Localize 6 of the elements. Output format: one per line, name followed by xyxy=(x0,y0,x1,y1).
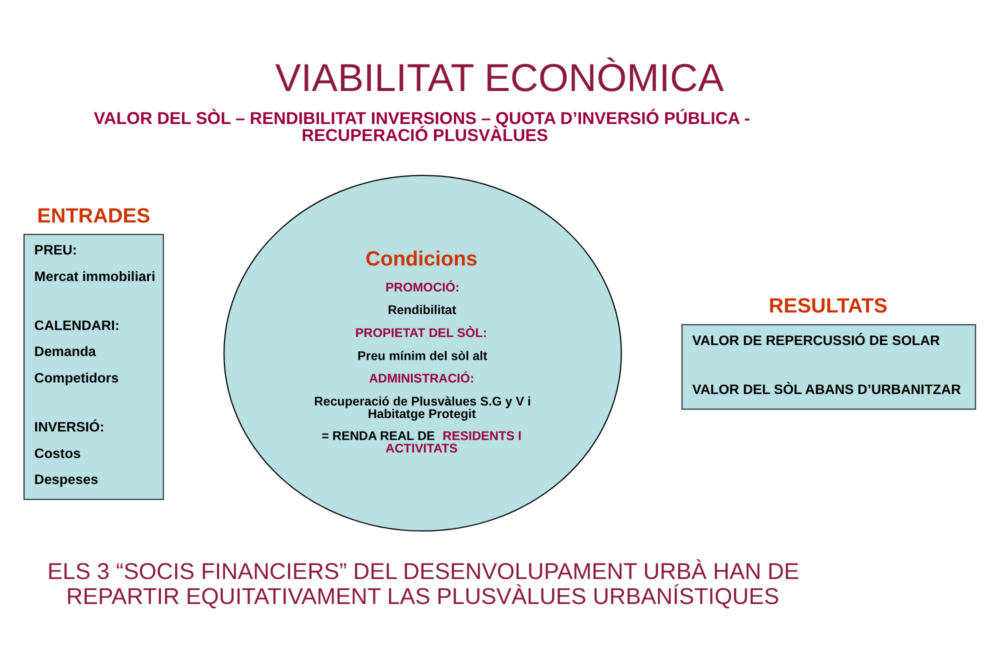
caption: ELS 3 “SOCIS FINANCIERS” DEL DESENVOLUPAMENT URBÀ HAN DE REPARTIR EQUITATIVAMENT LAS PLUSVÀLUES URBANÍSTIQUES xyxy=(47,557,800,609)
node-label: ENTRADES xyxy=(37,204,150,227)
node-ellipse: Condicions PROMOCIÓ: Rendibilitat PROPIETAT DEL SÒL: Preu mínim del sòl alt ADMINISTRACIÓ: Recuperació de Plusvàlues S.G y V i Habitatge Protegit = RENDA REAL DE RESIDENTS I ACTIVITATS xyxy=(223,174,622,532)
label: VALOR DEL SÒL – RENDIBILITAT INVERSIONS – QUOTA D’INVERSIÓ PÚBLICA - RECUPERACIÓ PLUSVÀLUES xyxy=(94,108,750,145)
diagram-title: VIABILITAT ECONÒMICA xyxy=(275,56,724,100)
node-label: RESULTATS xyxy=(768,294,888,318)
